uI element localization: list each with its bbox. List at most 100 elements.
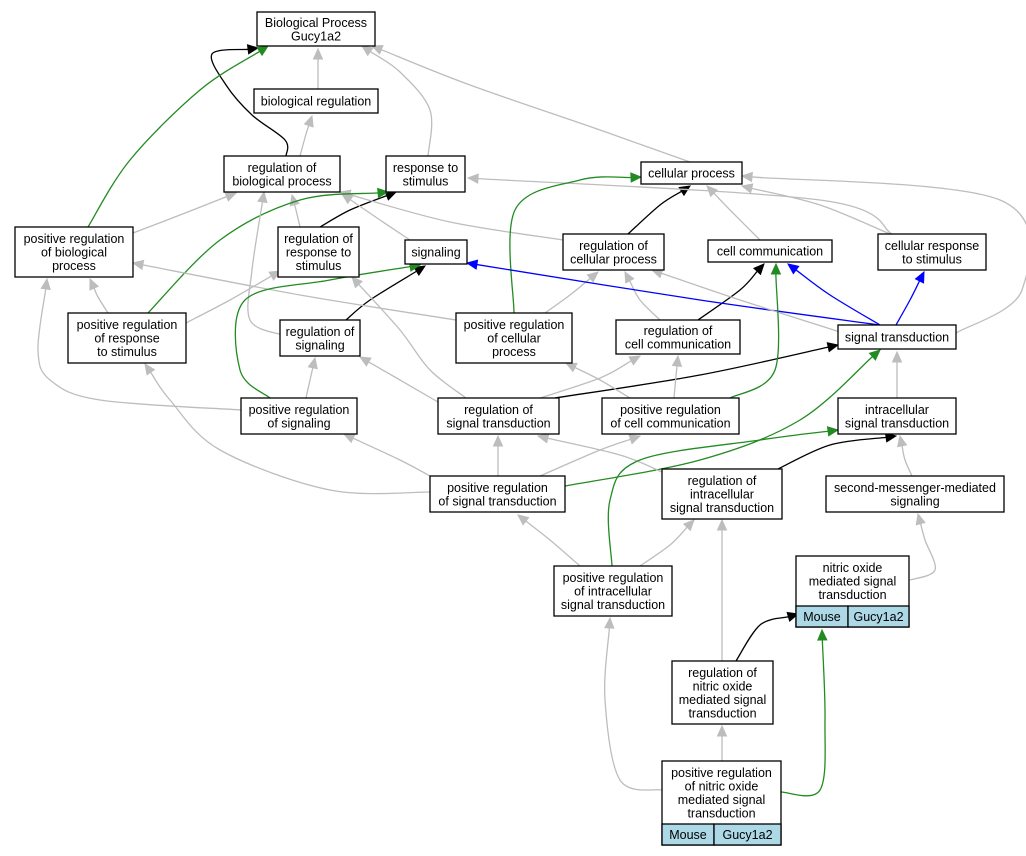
node-label-line: transduction bbox=[687, 806, 755, 820]
node-label-line: biological process bbox=[232, 174, 331, 188]
node-box bbox=[707, 239, 833, 263]
node-label-line: Gucy1a2 bbox=[291, 29, 341, 43]
node-label-line: mediated signal bbox=[809, 575, 897, 589]
edge-part-of bbox=[210, 44, 289, 157]
edge-is-a bbox=[896, 434, 913, 477]
node-label-line: regulation of bbox=[248, 161, 317, 175]
edge-is-a bbox=[342, 433, 431, 477]
edge-is-a bbox=[891, 350, 903, 398]
edge-regulates bbox=[787, 263, 881, 326]
node-label-line: signaling bbox=[411, 246, 460, 260]
go-term-node[interactable]: signaling bbox=[404, 239, 468, 265]
edge-positively-regulates bbox=[607, 426, 840, 567]
node-box bbox=[223, 155, 341, 193]
node-box bbox=[661, 468, 783, 520]
edge-is-a bbox=[312, 47, 324, 89]
node-label-line: signaling bbox=[295, 338, 344, 352]
edge-is-a bbox=[671, 354, 683, 399]
go-term-node[interactable]: cell communication bbox=[707, 239, 833, 263]
edge-part-of bbox=[697, 263, 765, 321]
edge-is-a bbox=[536, 433, 663, 473]
edge-positively-regulates bbox=[780, 628, 828, 797]
edge-positively-regulates bbox=[509, 172, 643, 314]
edge-is-a bbox=[37, 277, 242, 411]
node-label-line: process bbox=[492, 345, 536, 359]
node-label-line: of signaling bbox=[267, 416, 330, 430]
edge-is-a bbox=[604, 616, 663, 791]
edge-is-a bbox=[89, 277, 109, 314]
annotation-cell bbox=[847, 605, 910, 628]
node-label-line: signal transduction bbox=[845, 331, 949, 345]
edge-is-a bbox=[247, 190, 283, 336]
node-box bbox=[825, 475, 1005, 513]
node-box bbox=[240, 397, 358, 435]
node-label-line: signal transduction bbox=[670, 501, 774, 515]
edge-is-a bbox=[360, 45, 433, 157]
node-box bbox=[615, 319, 741, 355]
node-label-line: to stimulus bbox=[902, 252, 962, 266]
node-box bbox=[277, 226, 360, 278]
node-label-line: transduction bbox=[818, 588, 886, 602]
go-term-node[interactable]: signal transduction bbox=[837, 324, 957, 350]
node-label-line: nitric oxide bbox=[693, 679, 753, 693]
edge-is-a bbox=[144, 362, 431, 495]
go-term-node[interactable]: biological regulation bbox=[253, 88, 379, 114]
node-label-line: positive regulation bbox=[77, 318, 178, 332]
node-label-line: stimulus bbox=[403, 174, 449, 188]
edge-positively-regulates bbox=[729, 262, 782, 399]
node-box bbox=[67, 312, 187, 364]
node-label-line: regulation of bbox=[579, 239, 648, 253]
node-label-line: Biological Process bbox=[265, 16, 367, 30]
node-label-line: positive regulation bbox=[249, 403, 350, 417]
edge-part-of bbox=[627, 185, 692, 235]
node-label-line: regulation of bbox=[644, 324, 713, 338]
node-label-line: cell communication bbox=[717, 245, 823, 259]
node-label-line: regulation of bbox=[286, 325, 355, 339]
node-label-line: signal transduction bbox=[446, 416, 550, 430]
node-label-line: intracellular bbox=[690, 488, 754, 502]
node-label-line: positive regulation bbox=[620, 403, 721, 417]
edge-is-a bbox=[132, 191, 238, 234]
edge-part-of bbox=[735, 611, 800, 662]
node-label-line: mediated signal bbox=[679, 693, 767, 707]
node-label-line: regulation of bbox=[284, 232, 353, 246]
node-label-line: regulation of bbox=[464, 403, 533, 417]
node-label-line: regulation of bbox=[688, 666, 757, 680]
node-label-line: to stimulus bbox=[97, 345, 157, 359]
node-label-line: of signal transduction bbox=[438, 494, 556, 508]
go-term-node[interactable]: cellular process bbox=[640, 161, 743, 185]
edge-is-a bbox=[351, 276, 467, 399]
node-box bbox=[877, 233, 987, 271]
edge-part-of bbox=[777, 432, 898, 470]
node-label-line: response to bbox=[286, 246, 351, 260]
node-label-line: of nitric oxide bbox=[685, 779, 759, 793]
node-label-line: response to bbox=[393, 161, 458, 175]
node-box bbox=[14, 226, 134, 278]
edge-is-a bbox=[370, 44, 691, 163]
